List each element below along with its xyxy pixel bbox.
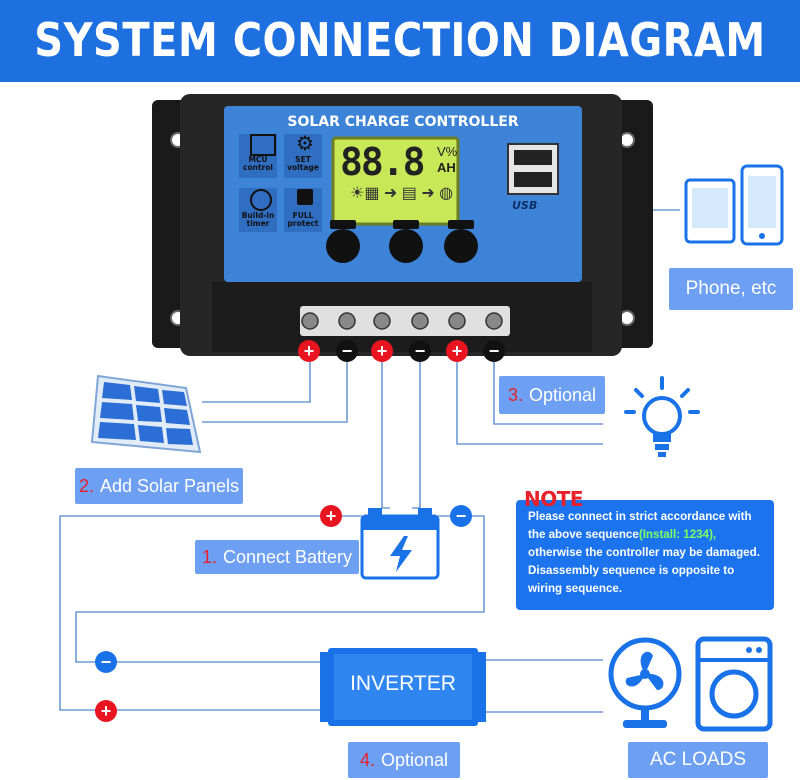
inverter-positive-badge: + <box>95 700 117 722</box>
battery-positive-badge: + <box>320 505 342 527</box>
note-line-1: Please connect in strict accordance with <box>528 510 752 523</box>
add-solar-label: 2.Add Solar Panels <box>75 468 243 504</box>
title-banner: SYSTEM CONNECTION DIAGRAM <box>0 0 800 82</box>
battery-negative-badge: − <box>450 505 472 527</box>
battery-positive-terminal: + <box>371 340 393 362</box>
note-box: Please connect in strict accordance with… <box>516 500 774 610</box>
controller-title: SOLAR CHARGE CONTROLLER <box>287 114 519 130</box>
battery-negative-wire <box>412 362 421 509</box>
phone-label: Phone, etc <box>669 268 793 310</box>
battery-positive-wire <box>381 362 390 509</box>
battery-negative-terminal: − <box>409 340 431 362</box>
note-line-4: Disassembly sequence is opposite to <box>528 564 735 577</box>
inverter-negative-badge: − <box>95 651 117 673</box>
inverter-icon <box>320 648 486 726</box>
battery-inverter-positive-wire <box>59 515 362 711</box>
page-title: SYSTEM CONNECTION DIAGRAM <box>34 14 766 68</box>
phone-tablet-icon <box>684 164 784 246</box>
solar-negative-wire <box>202 362 348 423</box>
battery-inverter-negative-wire <box>75 515 485 663</box>
lcd-digits: 88.8 <box>340 140 426 184</box>
charge-controller <box>152 94 653 356</box>
solar-positive-wire <box>202 362 311 403</box>
load-negative-terminal: − <box>483 340 505 362</box>
solar-positive-terminal: + <box>298 340 320 362</box>
gear-icon: ⚙ <box>296 133 314 155</box>
light-bulb-icon <box>624 376 700 457</box>
load-negative-wire <box>493 362 603 425</box>
washing-machine-icon <box>695 636 773 732</box>
clock-icon <box>250 189 272 211</box>
ac-loads-label: AC LOADS <box>628 742 768 778</box>
inverter-label: INVERTER <box>350 672 456 695</box>
usb-label: USB <box>512 199 538 212</box>
optional-load-label: 3.Optional <box>499 376 605 414</box>
solar-panel-icon <box>90 374 202 454</box>
lcd-unit-bottom: AH <box>437 160 456 175</box>
note-line-5: wiring sequence. <box>528 582 623 595</box>
load-positive-terminal: + <box>446 340 468 362</box>
lock-icon <box>297 189 313 205</box>
note-title: NOTE <box>524 487 584 511</box>
solar-negative-terminal: − <box>336 340 358 362</box>
load-positive-wire <box>456 362 603 445</box>
lcd-sun-icon: ☀▦ ➜ ▤ ➜ ◍ <box>350 185 454 202</box>
fan-icon <box>608 637 682 728</box>
note-line-3: otherwise the controller may be damaged. <box>528 546 760 559</box>
connect-battery-label: 1.Connect Battery <box>195 540 359 574</box>
lcd-unit-top: V% <box>437 144 458 159</box>
note-line-2: the above sequence(Install: 1234), <box>528 528 717 541</box>
chip-icon <box>250 134 276 156</box>
battery-icon <box>360 508 440 580</box>
optional-inverter-label: 4.Optional <box>348 742 460 778</box>
